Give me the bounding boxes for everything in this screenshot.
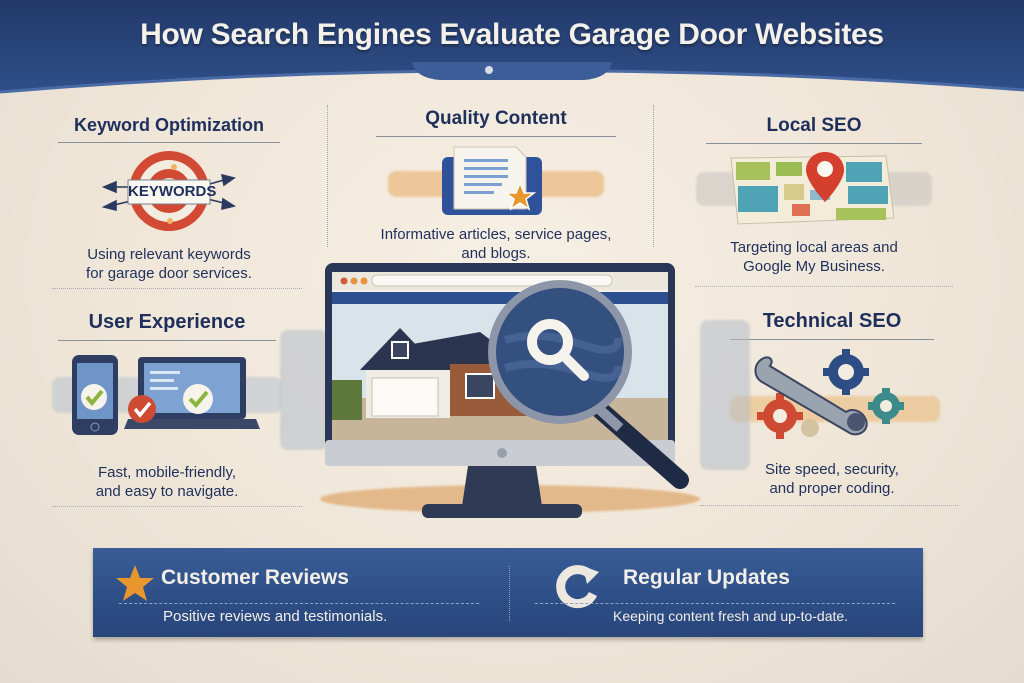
star-icon [116, 565, 154, 601]
section-title: Keyword Optimization [58, 115, 280, 143]
divider [653, 105, 654, 247]
section-title: Technical SEO [730, 310, 934, 340]
description-line: Targeting local areas and [730, 239, 898, 256]
section-quality-content: Quality Content Informative articles, se… [376, 108, 616, 263]
section-technical-seo: Technical SEO Site s [730, 310, 940, 498]
section-title: User Experience [58, 311, 276, 341]
divider [52, 288, 302, 289]
description-line: Using relevant keywords [87, 246, 251, 263]
section-description: Targeting local areas and Google My Busi… [706, 238, 922, 276]
refresh-icon [556, 565, 599, 609]
monitor-magnifier-icon [280, 260, 750, 530]
section-description: Fast, mobile-friendly, and easy to navig… [58, 463, 276, 501]
section-description: Informative articles, service pages, and… [376, 225, 616, 263]
divider [327, 105, 328, 247]
devices-check-icon [52, 347, 282, 443]
banner-item-regular-updates: Regular Updates Keeping content fresh an… [509, 548, 923, 637]
section-local-seo: Local SEO Targeting local areas and Goog… [696, 115, 932, 276]
section-title: Quality Content [376, 108, 616, 137]
divider [119, 603, 479, 604]
section-description: Using relevant keywords for garage door … [58, 245, 280, 283]
target-icon: KEYWORDS [74, 147, 264, 241]
description-line: and proper coding. [769, 480, 895, 497]
description-line: and blogs. [461, 245, 531, 262]
wrench-gears-icon [730, 346, 940, 446]
divider [535, 603, 895, 604]
header-banner: How Search Engines Evaluate Garage Door … [0, 0, 1024, 100]
banner-title: Regular Updates [623, 566, 790, 589]
section-user-experience: User Experience Fast, mobile-friendly, a… [52, 311, 282, 501]
description-line: Informative articles, service pages, [380, 226, 612, 243]
banner-item-customer-reviews: Customer Reviews Positive reviews and te… [93, 548, 509, 637]
divider [695, 286, 953, 287]
divider [700, 505, 958, 506]
header-ribbon-shape [0, 0, 1024, 94]
divider [509, 566, 510, 621]
banner-description: Keeping content fresh and up-to-date. [613, 608, 849, 624]
description-line: Fast, mobile-friendly, [97, 464, 237, 481]
section-keyword-optimization: Keyword Optimization KEYWORDS Using rele… [58, 115, 280, 283]
description-line: and easy to navigate. [95, 483, 239, 500]
bottom-banner: Customer Reviews Positive reviews and te… [93, 548, 923, 637]
banner-description: Positive reviews and testimonials. [163, 608, 388, 625]
keywords-badge-label: KEYWORDS [128, 183, 217, 200]
map-pin-icon [696, 150, 932, 228]
description-line: Google My Business. [743, 258, 885, 275]
divider [52, 506, 302, 507]
page-title: How Search Engines Evaluate Garage Door … [140, 18, 884, 51]
section-title: Local SEO [706, 115, 922, 144]
banner-title: Customer Reviews [161, 566, 349, 589]
description-line: Site speed, security, [765, 461, 899, 478]
section-description: Site speed, security, and proper coding. [730, 460, 934, 498]
document-star-icon [376, 143, 616, 219]
description-line: for garage door services. [86, 265, 252, 282]
